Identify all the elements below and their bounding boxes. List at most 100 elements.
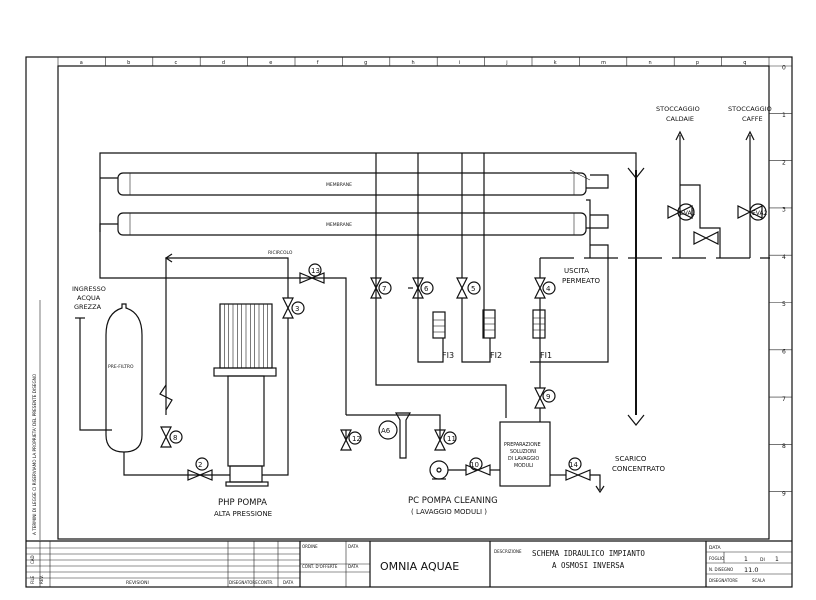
- valve-5: 5: [456, 277, 481, 299]
- valve-9: 9: [534, 387, 556, 409]
- pump-hp-label-2: ALTA PRESSIONE: [214, 510, 272, 518]
- svg-text:CONTR.: CONTR.: [258, 580, 273, 585]
- svg-text:DATA: DATA: [348, 564, 359, 569]
- svg-text:DISEGNATORE: DISEGNATORE: [709, 578, 738, 583]
- recirculation-line: [165, 257, 289, 415]
- outlet-permeate-label-2: PERMEATO: [562, 277, 600, 285]
- svg-text:8: 8: [173, 434, 177, 442]
- pump-hp-label-1: PHP POMPA: [218, 498, 267, 508]
- ricircolo-label: RICIRCOLO: [268, 250, 293, 256]
- column-label: a: [80, 60, 83, 66]
- svg-text:FI2: FI2: [490, 351, 502, 360]
- pump-pc-label-2: ( LAVAGGIO MODULI ): [411, 508, 487, 516]
- svg-text:10: 10: [470, 461, 479, 469]
- side-legal-note: A TERMINI DI LEGGE CI RISERVIAMO LA PROP…: [32, 373, 37, 535]
- valve-2: 2: [187, 457, 213, 481]
- svg-text:A6: A6: [381, 427, 391, 435]
- row-label: 0: [782, 65, 786, 72]
- svg-text:12: 12: [352, 435, 361, 443]
- check-valve: [693, 231, 719, 245]
- column-label: q: [743, 60, 746, 66]
- instrument-a6: A6: [378, 420, 398, 440]
- svg-text:3: 3: [295, 305, 299, 313]
- column-label: b: [127, 60, 130, 66]
- membrane-lower: MEMBRANE: [117, 212, 587, 236]
- title-block: FILE CAD REV. REVISIONI DISEGNATORE CONT…: [26, 540, 792, 587]
- valve-8: 8: [160, 426, 183, 448]
- svg-text:CAD: CAD: [30, 555, 35, 564]
- svg-text:11: 11: [447, 435, 456, 443]
- svg-text:7: 7: [382, 285, 386, 293]
- valve-6: 6: [408, 277, 434, 299]
- valve-13: 13: [299, 263, 325, 284]
- valve-4: 4: [534, 277, 556, 299]
- membrane-lower-label: MEMBRANE: [326, 222, 352, 228]
- row-label: 2: [782, 159, 786, 166]
- valve-10: 10: [465, 457, 491, 476]
- column-label: i: [459, 60, 460, 66]
- svg-text:PRE-FILTRO: PRE-FILTRO: [108, 364, 134, 370]
- column-label: c: [175, 60, 178, 66]
- valve-7: 7: [370, 277, 392, 299]
- svg-text:FI3: FI3: [442, 351, 454, 360]
- company-name: OMNIA AQUAE: [380, 560, 459, 573]
- row-label: 3: [782, 207, 786, 214]
- valve-3: 3: [282, 297, 305, 319]
- svg-text:N. DISEGNO: N. DISEGNO: [709, 567, 733, 572]
- inlet-line: [79, 318, 112, 431]
- pre-filter-vessel: PRE-FILTRO: [105, 303, 143, 453]
- valve-12: 12: [340, 429, 362, 451]
- svg-text:REVISIONI: REVISIONI: [126, 580, 149, 586]
- svg-text:DATA: DATA: [348, 544, 359, 549]
- drawing-title-1: SCHEMA IDRAULICO IMPIANTO: [532, 549, 645, 558]
- column-label: e: [269, 60, 272, 66]
- svg-text:SCALA: SCALA: [752, 578, 765, 583]
- solenoid-valve-eva1: EVA1: [667, 203, 696, 221]
- cleaning-tank: PREPARAZIONE SOLUZIONI DI LAVAGGIO MODUL…: [499, 421, 551, 487]
- membrane-upper: MEMBRANE: [117, 172, 587, 196]
- drain-label-2: CONCENTRATO: [612, 465, 666, 473]
- column-label: d: [222, 60, 225, 66]
- svg-text:EVA2: EVA2: [752, 210, 768, 217]
- svg-text:DESCRIZIONE: DESCRIZIONE: [494, 549, 522, 554]
- svg-text:5: 5: [471, 285, 475, 293]
- inlet-label-3: GREZZA: [74, 303, 102, 311]
- solenoid-valve-eva2: EVA2: [737, 203, 768, 221]
- svg-text:SOLUZIONI: SOLUZIONI: [510, 449, 536, 455]
- svg-text:13: 13: [311, 267, 320, 275]
- column-label: f: [317, 60, 319, 66]
- column-label: p: [696, 60, 699, 66]
- svg-text:11.0: 11.0: [744, 566, 758, 574]
- column-label: n: [649, 60, 652, 66]
- row-label: 5: [782, 301, 786, 308]
- row-label: 8: [782, 443, 786, 450]
- svg-text:14: 14: [569, 461, 578, 469]
- column-label: k: [554, 60, 557, 66]
- column-label: g: [364, 60, 367, 66]
- row-label: 9: [782, 490, 786, 497]
- svg-text:DI LAVAGGIO: DI LAVAGGIO: [508, 456, 539, 462]
- svg-text:9: 9: [546, 393, 550, 401]
- svg-text:FOGLIO: FOGLIO: [709, 556, 724, 561]
- column-label: m: [601, 60, 606, 66]
- drain-label-1: SCARICO: [615, 455, 647, 463]
- row-label: 6: [782, 348, 786, 355]
- svg-text:PREPARAZIONE: PREPARAZIONE: [504, 442, 541, 448]
- row-label: 4: [782, 254, 786, 261]
- outer-frame: [25, 56, 793, 588]
- inlet-label-2: ACQUA: [77, 294, 101, 302]
- outlet-permeate-label-1: USCITA: [564, 267, 589, 275]
- membrane-upper-label: MEMBRANE: [326, 182, 352, 188]
- pump-php: [213, 303, 277, 487]
- drain-arrow-bottom: [627, 414, 645, 426]
- flow-indicator-fi3: FI3: [432, 311, 454, 360]
- svg-text:EVA1: EVA1: [680, 210, 696, 217]
- svg-text:4: 4: [546, 285, 551, 293]
- flow-indicator-fi2: FI2: [482, 309, 502, 360]
- pump-pc-label-1: PC POMPA CLEANING: [408, 496, 498, 506]
- storage-coffee-label-1: STOCCAGGIO: [728, 105, 772, 113]
- svg-text:1: 1: [744, 556, 748, 563]
